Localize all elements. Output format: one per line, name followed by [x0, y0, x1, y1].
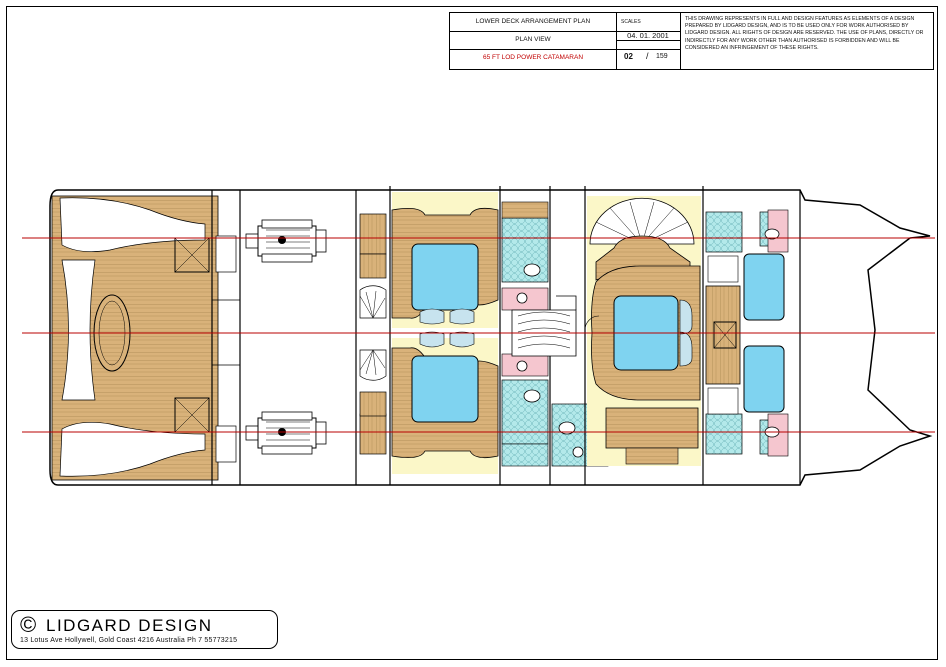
shower-drain-icon	[572, 446, 584, 458]
shower-drain-icon	[516, 360, 528, 372]
job-number: 159	[656, 53, 668, 60]
centerlines	[22, 237, 935, 433]
copyright-symbol: ©	[20, 612, 37, 637]
title-block: LOWER DECK ARRANGEMENT PLAN PLAN VIEW 65…	[449, 12, 934, 70]
hatch-icon	[713, 321, 737, 349]
view-label: PLAN VIEW	[515, 36, 551, 43]
door-swing-icon	[584, 315, 600, 331]
aft-cabins	[356, 186, 501, 485]
heads	[501, 186, 609, 485]
sheet-number: 02	[624, 53, 633, 61]
toilet-icon	[558, 421, 576, 435]
company-name: LIDGARD DESIGN	[46, 616, 213, 635]
company-box: © LIDGARD DESIGN 13 Lotus Ave Hollywell,…	[11, 610, 278, 649]
bed-mattress	[743, 345, 785, 413]
engine-icon	[245, 219, 327, 263]
master-stateroom	[584, 186, 704, 485]
toilet-icon	[523, 263, 541, 277]
forward-cabins	[705, 190, 801, 485]
scale-label: SCALES	[621, 19, 641, 25]
bed-mattress	[411, 243, 479, 311]
sheet-divider: /	[646, 52, 649, 60]
shower-drain-icon	[516, 292, 528, 304]
vessel-label: 65 FT LOD POWER CATAMARAN	[482, 54, 584, 61]
spiral-stair-icon	[589, 197, 695, 245]
copyright-notice: THIS DRAWING REPRESENTS IN FULL AND DESI…	[685, 16, 924, 51]
drawing-date: 04. 01. 2001	[627, 32, 669, 40]
drawing-border	[6, 6, 938, 660]
bed-mattress	[411, 355, 479, 423]
drawing-title: LOWER DECK ARRANGEMENT PLAN	[475, 18, 591, 25]
engine-icon	[245, 411, 327, 455]
engine-room	[215, 190, 357, 485]
toilet-icon	[523, 389, 541, 403]
company-address: 13 Lotus Ave Hollywell, Gold Coast 4216 …	[20, 637, 238, 644]
aft-seating-stbd	[59, 422, 206, 477]
spiral-stair-icon	[359, 285, 387, 319]
aft-cockpit	[51, 195, 219, 481]
toilet-icon	[764, 228, 780, 240]
spiral-stair-icon	[359, 349, 387, 381]
bed-mattress	[743, 253, 785, 321]
